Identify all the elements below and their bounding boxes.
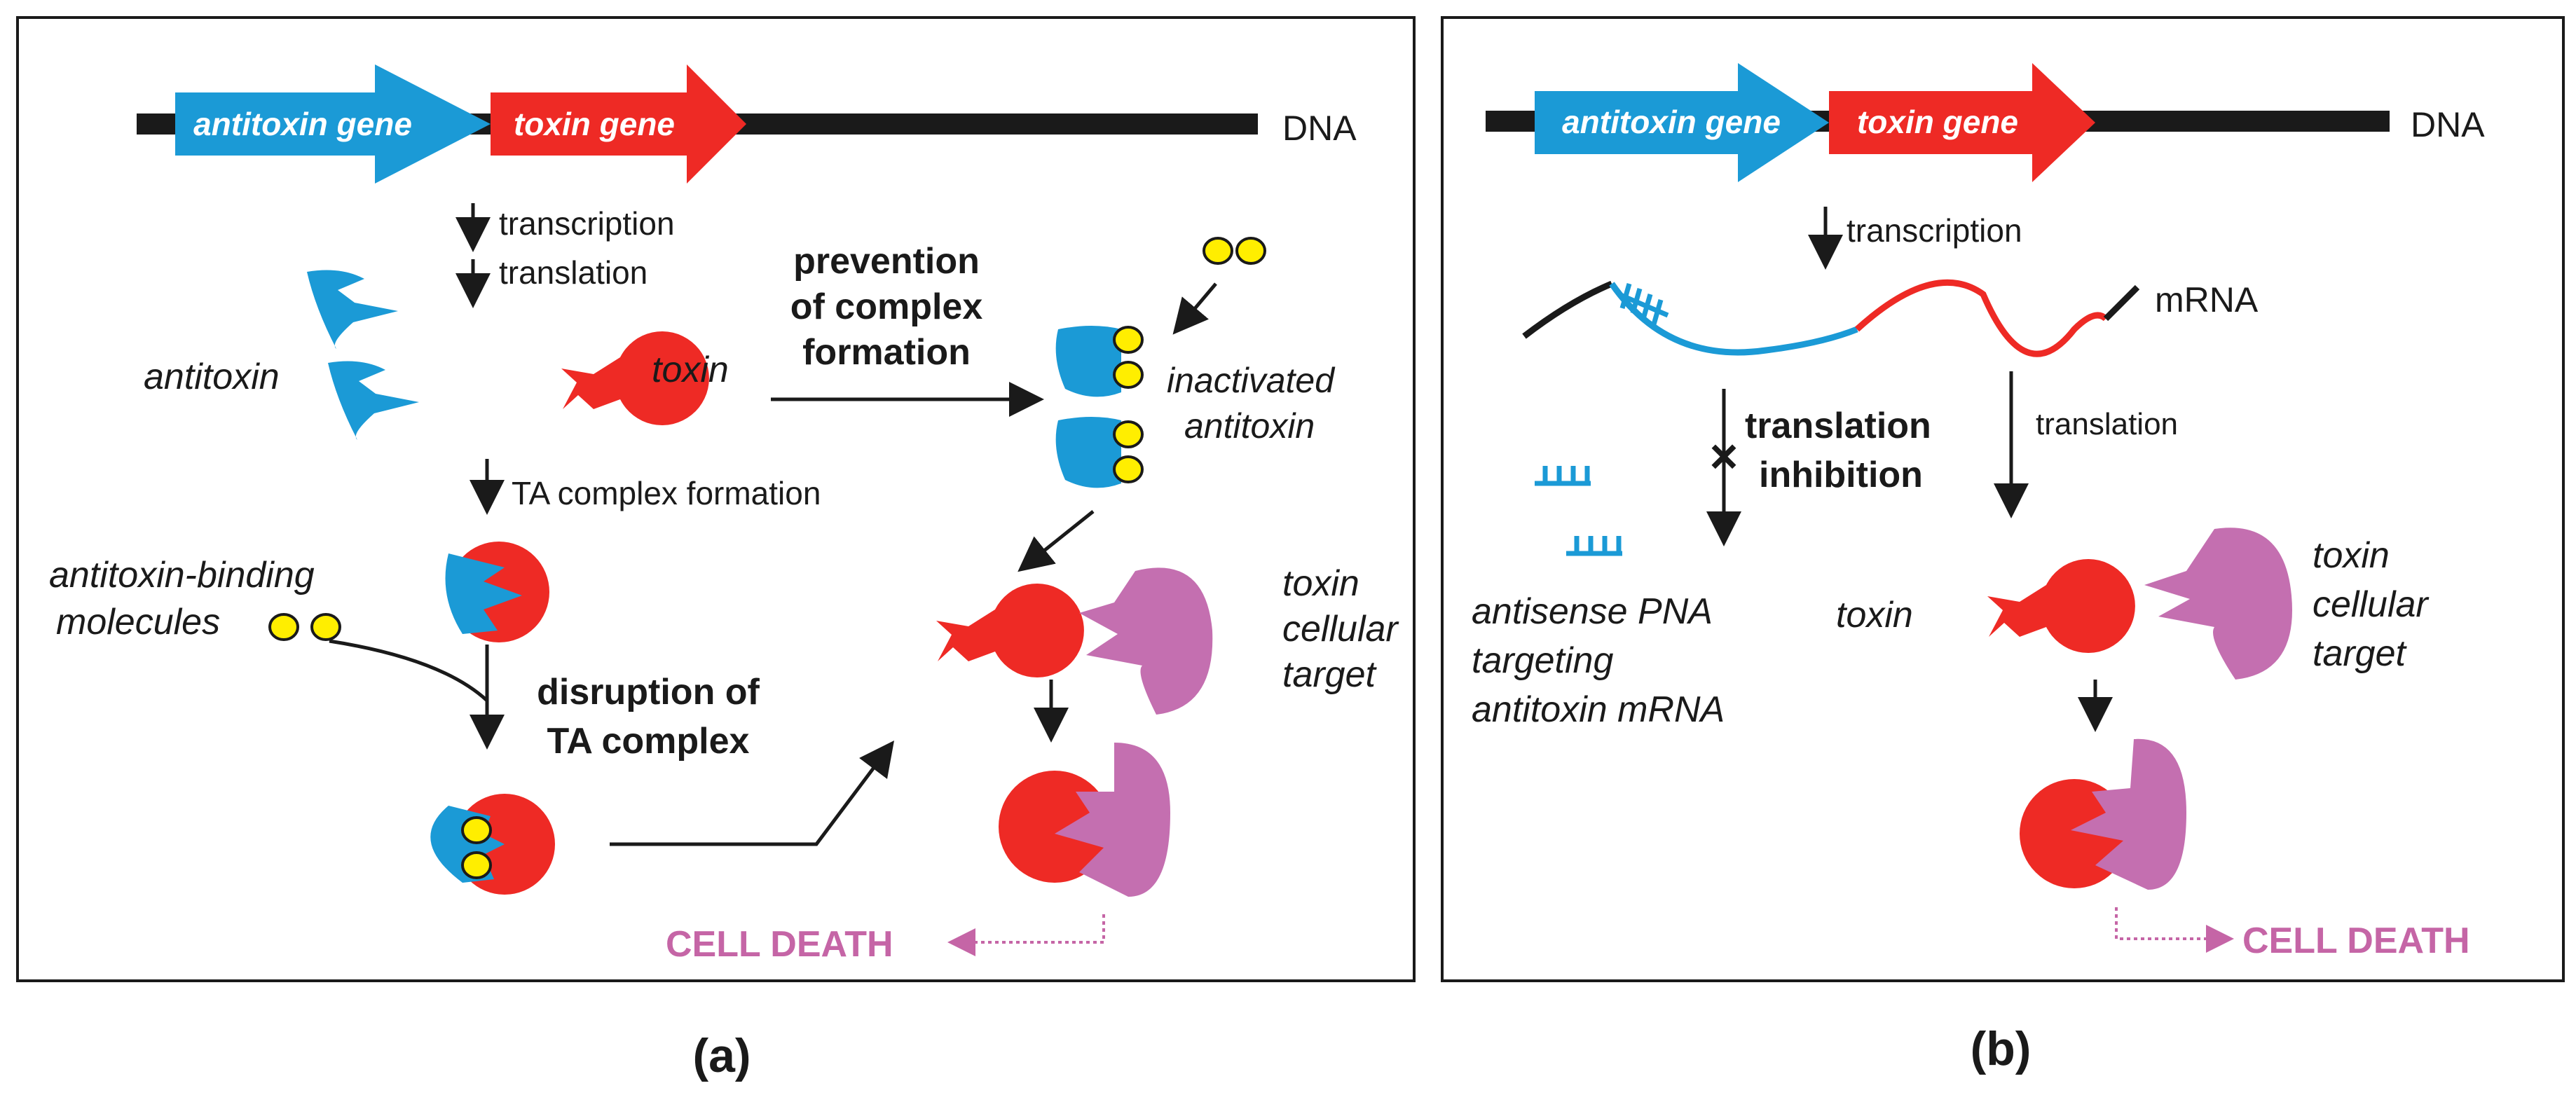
binding-label-line1: antitoxin-binding xyxy=(49,555,315,595)
target-label-a-line2: cellular xyxy=(1282,609,1399,649)
prevention-label-line2: of complex xyxy=(790,287,983,327)
antitoxin-molecule-1 xyxy=(307,270,398,349)
toxin-gene-label-a: toxin gene xyxy=(514,106,675,142)
toxin-label-b: toxin xyxy=(1836,595,1913,635)
yellow-molecule xyxy=(268,613,299,641)
cell-death-arrow-b xyxy=(2115,907,2234,953)
disruption-label-line1: disruption of xyxy=(537,672,760,712)
toxin-gene-arrow-a xyxy=(491,64,746,184)
inactivated-label-line1: inactivated xyxy=(1167,361,1336,400)
yellow-molecule xyxy=(310,613,341,641)
panel-a-caption: (a) xyxy=(692,1029,751,1082)
binding-label-line2: molecules xyxy=(56,602,220,642)
panel-a-frame xyxy=(16,16,1416,982)
cell-death-label-b: CELL DEATH xyxy=(2242,921,2470,961)
inhibition-label-line2: inhibition xyxy=(1759,455,1923,495)
target-label-b-line1: toxin xyxy=(2313,535,2390,576)
mrna-strand xyxy=(1522,279,2140,357)
antitoxin-gene-arrow-a xyxy=(175,64,491,184)
transcription-label-b: transcription xyxy=(1847,212,2022,249)
antitoxin-gene-label-a: antitoxin gene xyxy=(193,106,412,142)
toxin-target-complex-b xyxy=(2020,738,2186,890)
binding-curve-arrow xyxy=(329,639,488,702)
antitoxin-label-a: antitoxin xyxy=(144,357,280,397)
ta-complex xyxy=(445,542,549,642)
release-arrow-bottom xyxy=(610,741,894,846)
mrna-label: mRNA xyxy=(2155,280,2259,319)
target-label-b-line3: target xyxy=(2313,633,2408,674)
translation-label-b: translation xyxy=(2036,407,2178,441)
dna-label-a: DNA xyxy=(1282,109,1357,148)
inactivated-antitoxin-1 xyxy=(1055,326,1144,397)
disrupted-complex xyxy=(430,794,555,895)
free-toxin-a xyxy=(936,584,1084,677)
target-label-b-line2: cellular xyxy=(2313,584,2430,625)
panel-a: antitoxin gene toxin gene DNA transcript… xyxy=(16,16,1416,1082)
yellow-molecule xyxy=(1203,237,1233,265)
inactivated-label-line2: antitoxin xyxy=(1184,406,1315,446)
pna-molecule-1 xyxy=(1535,466,1591,486)
dna-label-b: DNA xyxy=(2411,105,2485,144)
yellow-molecule xyxy=(1235,237,1266,265)
target-label-a-line1: toxin xyxy=(1282,563,1359,604)
pna-molecule-2 xyxy=(1566,536,1622,556)
pna-label-line2: targeting xyxy=(1472,640,1613,681)
inactivated-antitoxin-2 xyxy=(1055,417,1144,488)
toxin-target-complex-a xyxy=(999,743,1170,897)
toxin-target-a xyxy=(1079,567,1213,715)
toxin-target-b xyxy=(2144,528,2292,680)
antitoxin-gene-label-b: antitoxin gene xyxy=(1562,104,1781,140)
toxin-gene-label-b: toxin gene xyxy=(1857,104,2018,140)
toxin-label-a: toxin xyxy=(652,350,729,390)
release-arrow-top xyxy=(1018,510,1095,572)
inhibition-x-mark: × xyxy=(1710,429,1739,483)
antitoxin-molecule-2 xyxy=(328,361,419,440)
toxin-molecule-b xyxy=(1987,559,2135,653)
cell-death-label-a: CELL DEATH xyxy=(666,924,893,965)
panel-b-frame xyxy=(1441,16,2565,982)
toxin-gene-arrow-b xyxy=(1829,63,2095,182)
inhibition-label-line1: translation xyxy=(1745,406,1931,446)
panel-b: antitoxin gene toxin gene DNA transcript… xyxy=(1441,16,2565,1075)
transcription-label-a: transcription xyxy=(499,205,675,242)
binding-arrow-top xyxy=(1172,282,1217,335)
antitoxin-gene-arrow-b xyxy=(1535,63,1829,182)
translation-label-a: translation xyxy=(499,254,648,291)
cell-death-arrow-a xyxy=(947,914,1105,956)
prevention-label-line3: formation xyxy=(802,332,971,373)
disruption-label-line2: TA complex xyxy=(547,721,750,762)
pna-label-line3: antitoxin mRNA xyxy=(1472,689,1725,730)
panel-b-caption: (b) xyxy=(1971,1022,2032,1075)
ta-complex-formation-label: TA complex formation xyxy=(512,475,821,511)
target-label-a-line3: target xyxy=(1282,654,1378,695)
pna-label-line1: antisense PNA xyxy=(1472,591,1713,632)
prevention-label-line1: prevention xyxy=(793,241,980,282)
